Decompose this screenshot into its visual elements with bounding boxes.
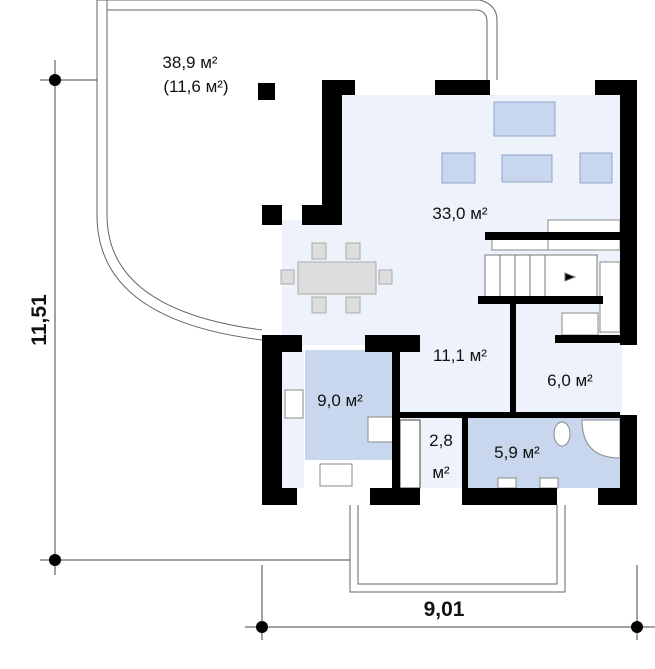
dimension-width: 9,01 <box>245 565 655 640</box>
shower-icon <box>581 419 621 459</box>
armchair-icon <box>441 152 476 184</box>
stairs-icon <box>484 254 598 298</box>
washbasin-icon <box>497 477 517 489</box>
coffee-table-icon <box>501 154 553 183</box>
width-dimension-label: 9,01 <box>424 598 465 621</box>
kitchen-area: 9,0 м² <box>317 391 363 410</box>
wardrobe-icon <box>399 419 421 489</box>
bathroom-area: 5,9 м² <box>494 443 540 462</box>
walls <box>262 80 637 505</box>
dimension-height: 11,51 <box>28 60 350 575</box>
dining-table-icon <box>280 242 393 314</box>
fan-icon <box>367 416 395 443</box>
sofa-icon <box>493 101 556 137</box>
room-area: 6,0 м² <box>547 371 593 390</box>
closet-area-number: 2,8 <box>429 431 453 450</box>
porch <box>349 505 566 593</box>
column-icon <box>258 83 275 100</box>
terrace: 38,9 м² (11,6 м²) <box>96 0 498 341</box>
living-room-area: 33,0 м² <box>432 204 487 223</box>
stove-icon <box>284 389 304 419</box>
height-dimension-label: 11,51 <box>28 294 51 346</box>
washbasin-icon <box>539 477 559 489</box>
armchair-icon <box>579 152 613 184</box>
toilet-icon <box>553 421 571 447</box>
sink-icon <box>319 463 353 487</box>
boiler-icon <box>561 312 599 336</box>
hall-area: 11,1 м² <box>433 346 487 365</box>
terrace-sub-area-label: (11,6 м²) <box>163 77 228 96</box>
closet-area-unit: м² <box>432 463 450 482</box>
terrace-area-label: 38,9 м² <box>162 53 217 72</box>
